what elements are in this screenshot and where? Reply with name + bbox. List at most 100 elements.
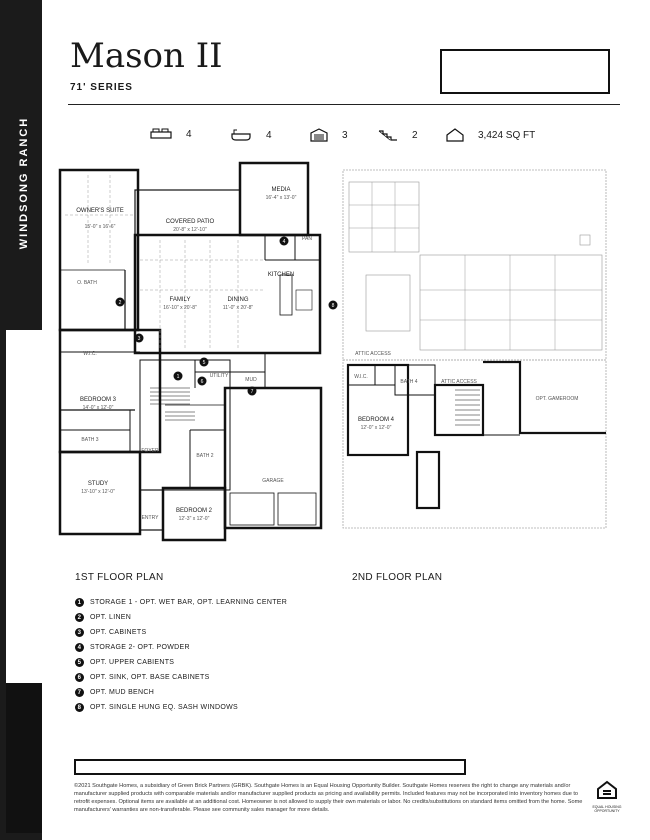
legend-item: 8 OPT. SINGLE HUNG EQ. SASH WINDOWS	[75, 700, 287, 715]
plan-stats: 4 4 3 2 3,424 SQ FT	[150, 128, 570, 148]
first-floor-callouts	[115, 236, 338, 396]
room-bath3: BATH 3	[81, 437, 98, 443]
stat-baths: 4	[230, 128, 272, 142]
room-covered-patio: COVERED PATIO	[166, 219, 215, 225]
svg-text:1: 1	[177, 374, 180, 380]
equal-housing-logo: EQUAL HOUSING OPPORTUNITY	[592, 780, 622, 813]
room-dining-dims: 11'-0" x 20'-8"	[223, 305, 254, 311]
room-kitchen: KITCHEN	[268, 272, 294, 278]
svg-text:7: 7	[251, 389, 254, 395]
room2-attic-access-1: ATTIC ACCESS	[355, 351, 391, 357]
logo-placeholder-box	[440, 49, 610, 94]
room-garage: GARAGE	[262, 478, 284, 484]
stat-sqft: 3,424 SQ FT	[446, 128, 535, 142]
second-floor-plan	[342, 169, 607, 529]
room2-attic-access-2: ATTIC ACCESS	[441, 379, 477, 385]
room2-bedroom4: BEDROOM 4	[358, 417, 395, 423]
legend-item: 6 OPT. SINK, OPT. BASE CABINETS	[75, 670, 287, 685]
room-dining: DINING	[228, 297, 249, 303]
svg-text:2: 2	[119, 300, 122, 306]
room2-bath4: BATH 4	[400, 379, 417, 385]
stat-beds: 4	[150, 128, 192, 140]
legend-item: 3 OPT. CABINETS	[75, 625, 287, 640]
bathtub-icon	[231, 129, 251, 141]
svg-text:5: 5	[203, 360, 206, 366]
legend-text: OPT. CABINETS	[90, 629, 147, 636]
legend-number: 2	[75, 613, 84, 622]
legend-number: 7	[75, 688, 84, 697]
legend-number: 1	[75, 598, 84, 607]
legend-text: OPT. SINK, OPT. BASE CABINETS	[90, 674, 210, 681]
legend-text: STORAGE 1 - OPT. WET BAR, OPT. LEARNING …	[90, 599, 288, 606]
legend-number: 6	[75, 673, 84, 682]
svg-text:6: 6	[201, 379, 204, 385]
room-media-dims: 16'-4" x 13'-0"	[266, 195, 297, 201]
equal-housing-text: EQUAL HOUSING OPPORTUNITY	[592, 805, 622, 813]
legend-number: 3	[75, 628, 84, 637]
stat-garage-value: 3	[342, 129, 348, 141]
second-floor-label: 2ND FLOOR PLAN	[352, 572, 443, 583]
stat-beds-value: 4	[186, 128, 192, 140]
room-utility: UTILITY	[210, 373, 229, 379]
stat-sqft-value: 3,424 SQ FT	[478, 129, 536, 141]
stat-stories: 2	[378, 128, 418, 142]
legend-number: 8	[75, 703, 84, 712]
room-bedroom3: BEDROOM 3	[80, 397, 117, 403]
legend-item: 4 STORAGE 2- OPT. POWDER	[75, 640, 287, 655]
stat-baths-value: 4	[266, 129, 272, 141]
first-floor-plan	[58, 161, 323, 542]
first-floor-room-labels: OWNER'S SUITE 15'-0" x 16'-6" COVERED PA…	[76, 187, 312, 522]
legend-text: STORAGE 2- OPT. POWDER	[90, 644, 190, 651]
floor-plans-drawing: 2 3 4 8 1 5 6 7 OWNER'S SUITE 15'-0" x 16'-6"…	[58, 161, 607, 542]
legend-text: OPT. UPPER CABIENTS	[90, 659, 175, 666]
room-bedroom2-dims: 12'-3" x 12'-0"	[179, 516, 210, 522]
legend-item: 1 STORAGE 1 - OPT. WET BAR, OPT. LEARNING…	[75, 595, 287, 610]
room-media: MEDIA	[271, 187, 290, 193]
room-owners-dims: 15'-0" x 16'-6"	[85, 224, 116, 230]
room-owners-suite: OWNER'S SUITE	[76, 208, 123, 214]
legend-number: 4	[75, 643, 84, 652]
room-study-dims: 13'-10" x 12'-0"	[81, 489, 115, 495]
room-patio-dims: 20'-8" x 12'-10"	[173, 227, 207, 233]
legend-text: OPT. MUD BENCH	[90, 689, 155, 696]
footer-placeholder-box	[74, 759, 466, 775]
first-floor-label: 1ST FLOOR PLAN	[75, 572, 164, 583]
garage-icon	[310, 128, 328, 142]
legend-item: 7 OPT. MUD BENCH	[75, 685, 287, 700]
legend-number: 5	[75, 658, 84, 667]
legend-item: 5 OPT. UPPER CABIENTS	[75, 655, 287, 670]
room2-wic: W.I.C.	[354, 374, 368, 380]
legend-text: OPT. LINEN	[90, 614, 132, 621]
callout-numbers: 2 3 4 8 1 5 6 7	[119, 239, 335, 395]
bed-icon	[150, 128, 172, 139]
room-entry: ENTRY	[142, 515, 160, 521]
room-bedroom2: BEDROOM 2	[176, 508, 213, 514]
sidebar-title-band	[6, 0, 42, 330]
legal-disclaimer: ©2021 Southgate Homes, a subsidiary of G…	[74, 783, 583, 813]
room2-gameroom: OPT. GAMEROOM	[536, 396, 579, 402]
legend-text: OPT. SINGLE HUNG EQ. SASH WINDOWS	[90, 704, 238, 711]
room-family: FAMILY	[170, 297, 191, 303]
plan-series: 71' SERIES	[70, 82, 133, 93]
plan-title: Mason II	[70, 36, 223, 76]
svg-text:8: 8	[332, 303, 335, 309]
svg-text:3: 3	[138, 336, 141, 342]
room-owners-bath: O. BATH	[77, 280, 97, 286]
svg-text:4: 4	[283, 239, 286, 245]
room-pantry: PAN	[302, 236, 312, 242]
stat-stories-value: 2	[412, 129, 418, 141]
room-bath2: BATH 2	[196, 453, 213, 459]
sidebar-footer-block	[6, 683, 42, 833]
stat-garage: 3	[310, 128, 348, 142]
room-mud: MUD	[245, 377, 257, 383]
room-study: STUDY	[88, 481, 108, 487]
house-icon	[446, 128, 464, 142]
second-floor-room-labels: ATTIC ACCESS BATH 4 W.I.C. ATTIC ACCESS …	[354, 351, 578, 431]
room-foyer: FOYER	[141, 448, 159, 454]
room-wic: W.I.C.	[83, 351, 97, 357]
legend-item: 2 OPT. LINEN	[75, 610, 287, 625]
room-family-dims: 16'-10" x 20'-8"	[163, 305, 197, 311]
stairs-icon	[378, 130, 397, 141]
header-divider	[68, 104, 620, 105]
room2-bedroom4-dims: 12'-0" x 12'-0"	[361, 425, 392, 431]
